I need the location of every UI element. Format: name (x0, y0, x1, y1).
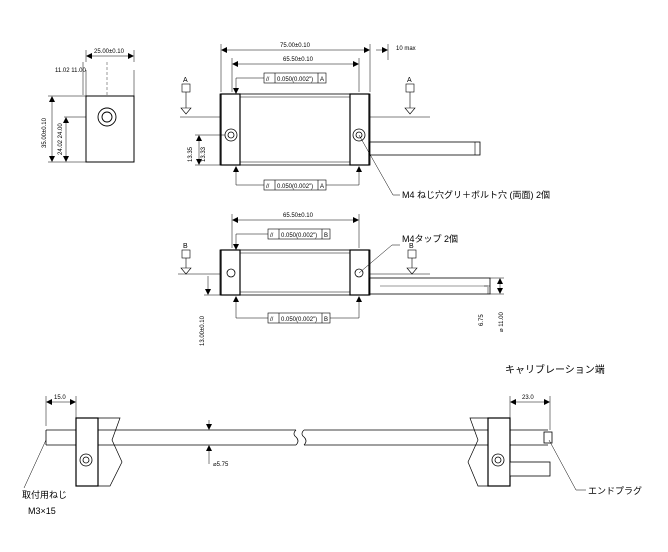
mount-screw-size-label: M3×15 (28, 506, 56, 516)
side-right-offset-label: 6.75 (479, 314, 485, 326)
svg-text:0.050(0.002"): 0.050(0.002") (277, 77, 313, 83)
datum-a-right: A (404, 77, 416, 115)
top-parallelism-frame-lower: // 0.050(0.002") A (233, 166, 362, 191)
end-plug-label: エンドプラグ (588, 485, 642, 496)
side-base-height-label: 13.00±0.10 (200, 315, 206, 346)
side-diameter-label: ⌀ 11.00 (499, 311, 505, 332)
svg-text:A: A (320, 184, 324, 190)
side-parallelism-frame-lower: // 0.050(0.002") B (233, 296, 362, 324)
top-left-height-2-label: 13.33 (201, 146, 207, 162)
top-rod (369, 141, 481, 156)
svg-text:A: A (320, 77, 324, 83)
svg-text://: // (270, 233, 274, 239)
side-tap-callout: M4タップ 2個 (402, 233, 458, 244)
top-right-block (349, 93, 370, 166)
end-view-bore-outer (97, 107, 117, 127)
side-left-tap (226, 268, 236, 278)
svg-text:B: B (183, 243, 188, 250)
svg-text:B: B (324, 233, 328, 239)
svg-text:A: A (183, 77, 188, 84)
rod-right-housing (467, 417, 551, 487)
side-view: B B 65.50±0.10 // 0.050( (178, 213, 505, 346)
rod-diameter-label: ⌀5.75 (213, 462, 229, 468)
side-left-block (220, 249, 241, 296)
end-view-body (85, 95, 135, 163)
side-right-tap (354, 268, 364, 278)
top-hole-callout: M4 ねじ穴グリ＋ボルト穴 (両面) 2個 (402, 189, 550, 200)
rod-view: キャリブレーション端 15.0 23.0 (22, 363, 642, 516)
svg-text:0.050(0.002"): 0.050(0.002") (281, 317, 317, 323)
end-width-label: 25.00±0.10 (94, 49, 125, 55)
svg-text:0.050(0.002"): 0.050(0.002") (281, 233, 317, 239)
side-body (219, 249, 371, 296)
top-view: A A 75.00±0.10 10 max (180, 43, 550, 200)
svg-text:A: A (407, 77, 412, 84)
top-inner-label: 65.50±0.10 (283, 57, 314, 63)
svg-text:B: B (324, 317, 328, 323)
calibration-end-label: キャリブレーション端 (505, 363, 605, 376)
svg-text:B: B (409, 243, 414, 250)
svg-text://: // (266, 77, 270, 83)
svg-text://: // (270, 317, 274, 323)
datum-b-right: B (406, 243, 418, 275)
rod-right-segment (301, 429, 553, 446)
datum-b-left: B (180, 243, 192, 275)
rod-end-plug (543, 431, 553, 444)
top-max-label: 10 max (396, 46, 416, 52)
rod-left-housing (75, 417, 123, 487)
top-body (219, 93, 371, 166)
top-left-block (220, 93, 241, 166)
end-view: 25.00±0.10 11.02 11.00 35.00±0.10 24.02 … (42, 49, 135, 163)
top-parallelism-frame-upper: // 0.050(0.002") A (233, 72, 327, 94)
rod-right-dim-label: 23.0 (522, 395, 534, 401)
svg-text:0.050(0.002"): 0.050(0.002") (277, 184, 313, 190)
end-left-dims-label: 11.02 11.00 (55, 68, 86, 74)
end-view-bore-inner (101, 111, 113, 123)
top-right-hole (352, 128, 366, 142)
top-overall-label: 75.00±0.10 (280, 43, 311, 49)
datum-a-left: A (180, 77, 192, 115)
side-parallelism-frame-upper: // 0.050(0.002") B (233, 228, 331, 250)
side-inner-label: 65.50±0.10 (283, 213, 314, 219)
end-height-label: 35.00±0.10 (42, 117, 48, 148)
mount-screw-label: 取付用ねじ (22, 490, 67, 500)
end-inner-height-label: 24.02 24.00 (58, 123, 64, 155)
top-left-height-label: 13.35 (188, 146, 194, 162)
svg-text://: // (266, 184, 270, 190)
rod-left-dim-label: 15.0 (54, 395, 66, 401)
